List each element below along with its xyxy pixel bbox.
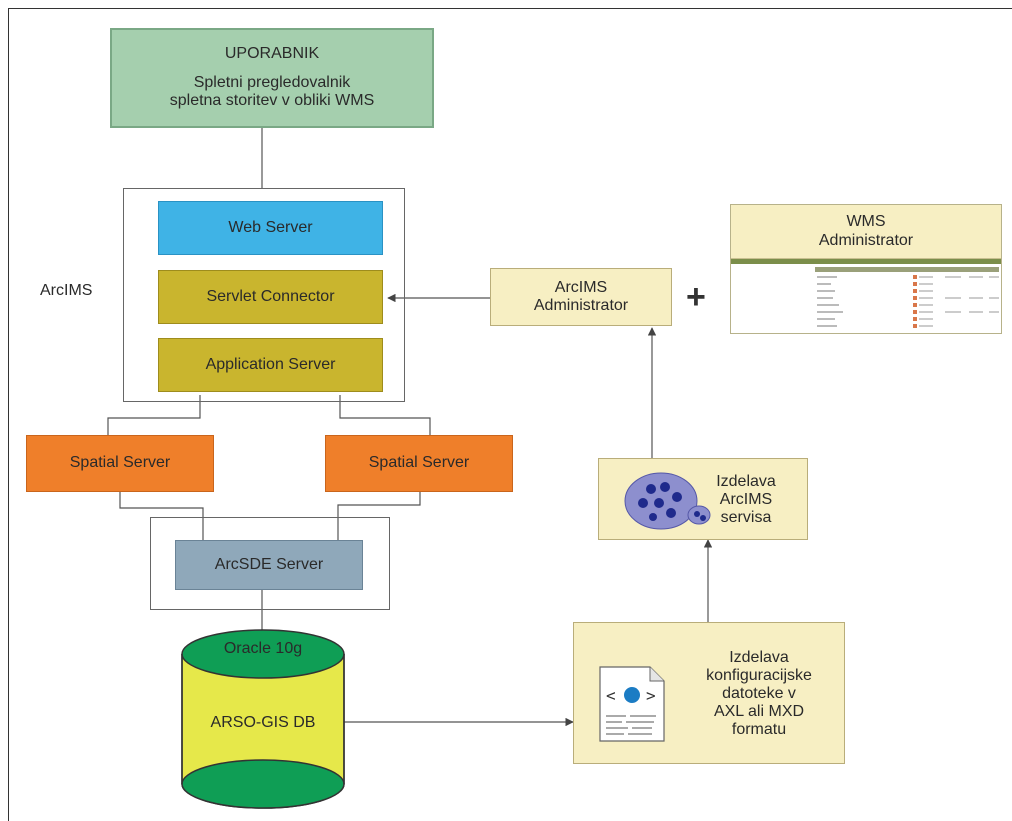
application-server-label: Application Server [205,355,336,373]
arcims-admin-line1: ArcIMS [554,278,608,296]
wms-admin-panel: WMS Administrator [730,204,1002,334]
service-globe-icon [624,472,711,530]
line-arcims-spatial-right [339,395,431,435]
svg-text:>: > [646,686,656,705]
servlet-connector-label: Servlet Connector [206,287,335,305]
arcims-admin-box: ArcIMS Administrator [490,268,672,326]
config-line2: konfiguracijske [706,667,812,684]
user-line2: spletna storitev v obliki WMS [169,92,375,110]
service-box: Izdelava ArcIMS servisa [598,458,808,540]
database-icon [181,629,345,809]
spatial-server-right: Spatial Server [325,435,513,492]
database-cylinder: Oracle 10g ARSO-GIS DB [180,628,346,810]
wms-admin-header: WMS Administrator [731,205,1001,259]
wms-admin-toolbar [731,259,1001,264]
database-name-label: ARSO-GIS DB [210,714,316,731]
spatial-server-left-label: Spatial Server [69,454,171,472]
spatial-server-right-label: Spatial Server [368,454,470,472]
wms-admin-table-thumbnail [815,267,999,328]
config-line3: datoteke v [722,685,796,702]
application-server-box: Application Server [158,338,383,392]
diagram-frame [8,8,1012,821]
arcims-label: ArcIMS [40,282,93,299]
plus-sign: + [686,278,706,316]
user-title: UPORABNIK [224,45,320,63]
config-line5: formatu [731,721,787,738]
web-server-box: Web Server [158,201,383,255]
line-spatial-right-arcsde [337,492,421,540]
arcsde-server-box: ArcSDE Server [175,540,363,590]
arcims-admin-line2: Administrator [533,297,629,314]
servlet-connector-box: Servlet Connector [158,270,383,324]
service-line3: servisa [720,509,772,526]
line-spatial-left-arcsde [119,492,204,540]
config-line4: AXL ali MXD [713,703,805,720]
user-box: UPORABNIK Spletni pregledovalnik spletna… [110,28,434,128]
arcsde-container [150,517,390,610]
user-line1: Spletni pregledovalnik [193,73,351,91]
wms-admin-line2: Administrator [818,231,914,249]
database-top-label: Oracle 10g [223,640,303,657]
config-box: < > Izdelava konfiguracijske datoteke v … [573,622,845,764]
config-file-icon: < > [599,666,665,742]
line-arcims-spatial-left [107,395,201,435]
wms-admin-line1: WMS [846,213,886,231]
svg-text:<: < [606,686,616,705]
service-line2: ArcIMS [719,491,773,508]
spatial-server-left: Spatial Server [26,435,214,492]
arcsde-server-label: ArcSDE Server [214,555,324,573]
arcims-container [123,188,405,402]
service-line1: Izdelava [716,473,776,490]
config-line1: Izdelava [729,649,789,666]
web-server-label: Web Server [228,218,313,236]
